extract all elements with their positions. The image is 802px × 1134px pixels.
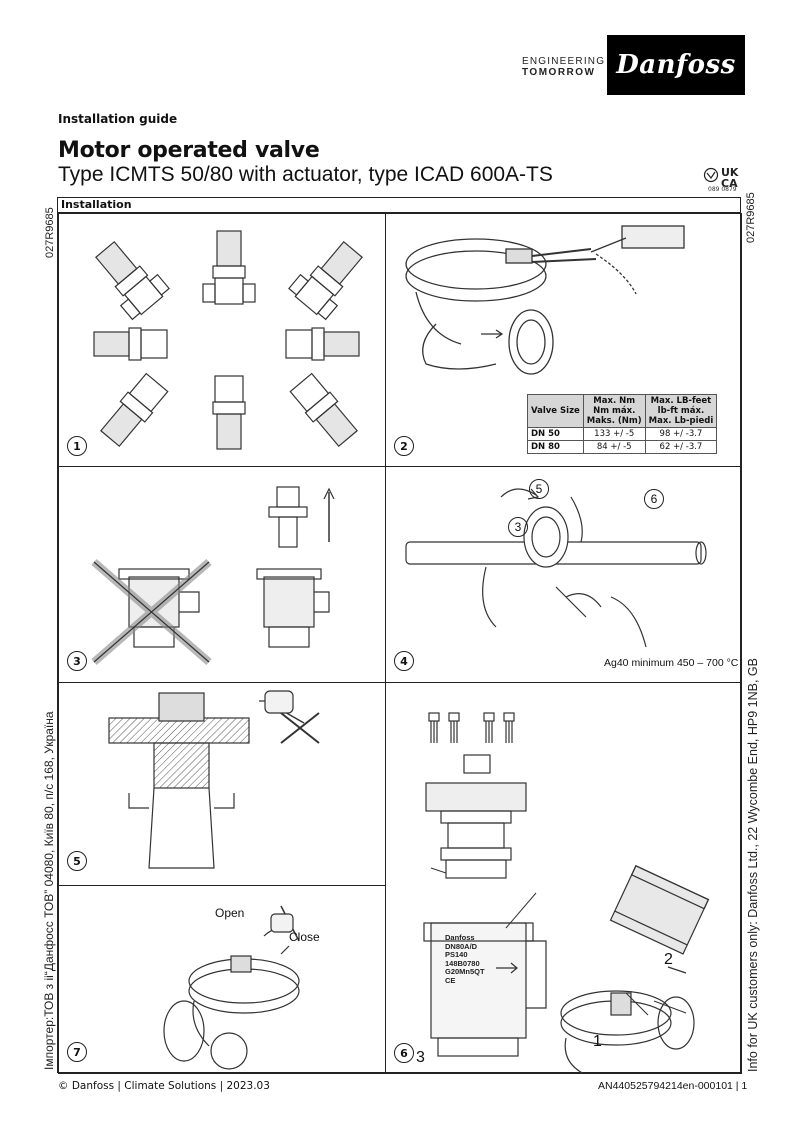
torque-wrench-drawing [405, 225, 685, 375]
footer-doc-number: AN440525794214en-000101 | 1 [598, 1080, 748, 1092]
cell-max-nm: 133 +/ -5 [582, 427, 646, 441]
danfoss-logo: Danfoss [607, 35, 745, 95]
footer-copyright: © Danfoss | Climate Solutions | 2023.03 [58, 1080, 270, 1092]
doc-type: Installation guide [58, 112, 178, 126]
panel-1: 1 [58, 213, 386, 467]
svg-text:CA: CA [721, 177, 738, 190]
tagline-line1: ENGINEERING [522, 56, 606, 67]
step-7-badge: 7 [67, 1042, 87, 1062]
cell-valve-size: DN 80 [527, 440, 584, 454]
panel-6: 2 4 1 3 Danfoss DN80A/D PS140 148B0780 G… [385, 682, 742, 1074]
panel-3: 3 [58, 466, 386, 683]
cell-max-lbft: 98 +/ -3.7 [644, 427, 718, 441]
tagline: ENGINEERING TOMORROW [522, 56, 605, 78]
drawing-code-left: 027R9685 [44, 207, 56, 258]
callout-6: 6 [644, 489, 664, 509]
page-subtitle: Type ICMTS 50/80 with actuator, type ICA… [58, 163, 553, 186]
callout-2: 2 [664, 951, 673, 968]
body-text-line: PS140 [445, 950, 468, 959]
ukca-mark-icon: UK CA [703, 166, 739, 190]
page-title: Motor operated valve [58, 138, 320, 163]
step-4-badge: 4 [394, 651, 414, 671]
logo-text: Danfoss [616, 50, 736, 80]
brazing-note: Ag40 minimum 450 – 700 °C [604, 657, 739, 669]
uk-info-text: Info for UK customers only: Danfoss Ltd.… [746, 658, 760, 1072]
assembly-drawing [423, 712, 710, 1073]
table-row: DN 50 133 +/ -5 98 +/ -3.7 [527, 427, 718, 441]
body-text-line: DN80A/D [445, 941, 478, 951]
remove-top-drawing [91, 486, 335, 666]
importer-text: Імпортер:ТОВ з іі“Данфосс ТОВ” 04080, Ки… [42, 711, 56, 1070]
cert-number: 089 0879 [708, 186, 737, 193]
panel-5: 5 [58, 682, 386, 886]
callout-5: 5 [529, 479, 549, 499]
panel-2: 2 [385, 213, 742, 467]
body-text-line: G20Mn5QT [445, 967, 485, 976]
header-max-lbft: Max. LB-feet lb-ft máx. Max. Lb-piedi [644, 394, 718, 428]
panel-7: Open Close 7 [58, 885, 386, 1074]
tagline-line2: TOMORROW [522, 67, 596, 78]
close-label: Close [289, 930, 320, 944]
step-1-badge: 1 [67, 436, 87, 456]
callout-3: 3 [508, 517, 528, 537]
step-2-badge: 2 [394, 436, 414, 456]
table-row: DN 80 84 +/ -5 62 +/ -3.7 [527, 440, 718, 454]
step-5-badge: 5 [67, 851, 87, 871]
torque-table: Valve Size Max. Nm Nm máx. Maks. (Nm) Ma… [527, 394, 718, 454]
step-3-badge: 3 [67, 651, 87, 671]
callout-3: 3 [416, 1049, 425, 1066]
header-max-nm: Max. Nm Nm máx. Maks. (Nm) [582, 394, 646, 428]
cell-max-nm: 84 +/ -5 [582, 440, 646, 454]
drawing-code-right: 027R9685 [745, 192, 757, 243]
body-text-line: CE [445, 975, 456, 985]
brazing-drawing [405, 488, 707, 648]
cell-max-lbft: 62 +/ -3.7 [644, 440, 718, 454]
orientation-drawing [93, 230, 363, 450]
panel-4: 5 6 3 Ag40 minimum 450 – 700 °C 4 [385, 466, 742, 683]
installation-grid: Installation [57, 197, 742, 1074]
callout-1: 1 [593, 1033, 602, 1050]
body-text-line: Danfoss [445, 933, 475, 942]
section-title: Installation [58, 198, 740, 213]
valve-body-text: Danfoss DN80A/D PS140 148B0780 G20Mn5QT … [445, 933, 485, 985]
open-label: Open [215, 906, 245, 920]
body-text-line: 148B0780 [445, 958, 480, 968]
step-6-badge: 6 [394, 1043, 414, 1063]
cell-valve-size: DN 50 [527, 427, 584, 441]
cross-section-drawing [108, 690, 320, 869]
svg-text:UK: UK [721, 166, 739, 179]
header-valve-size: Valve Size [527, 394, 584, 428]
manual-operation-drawing [163, 905, 300, 1070]
torque-table-header: Valve Size Max. Nm Nm máx. Maks. (Nm) Ma… [527, 394, 718, 428]
